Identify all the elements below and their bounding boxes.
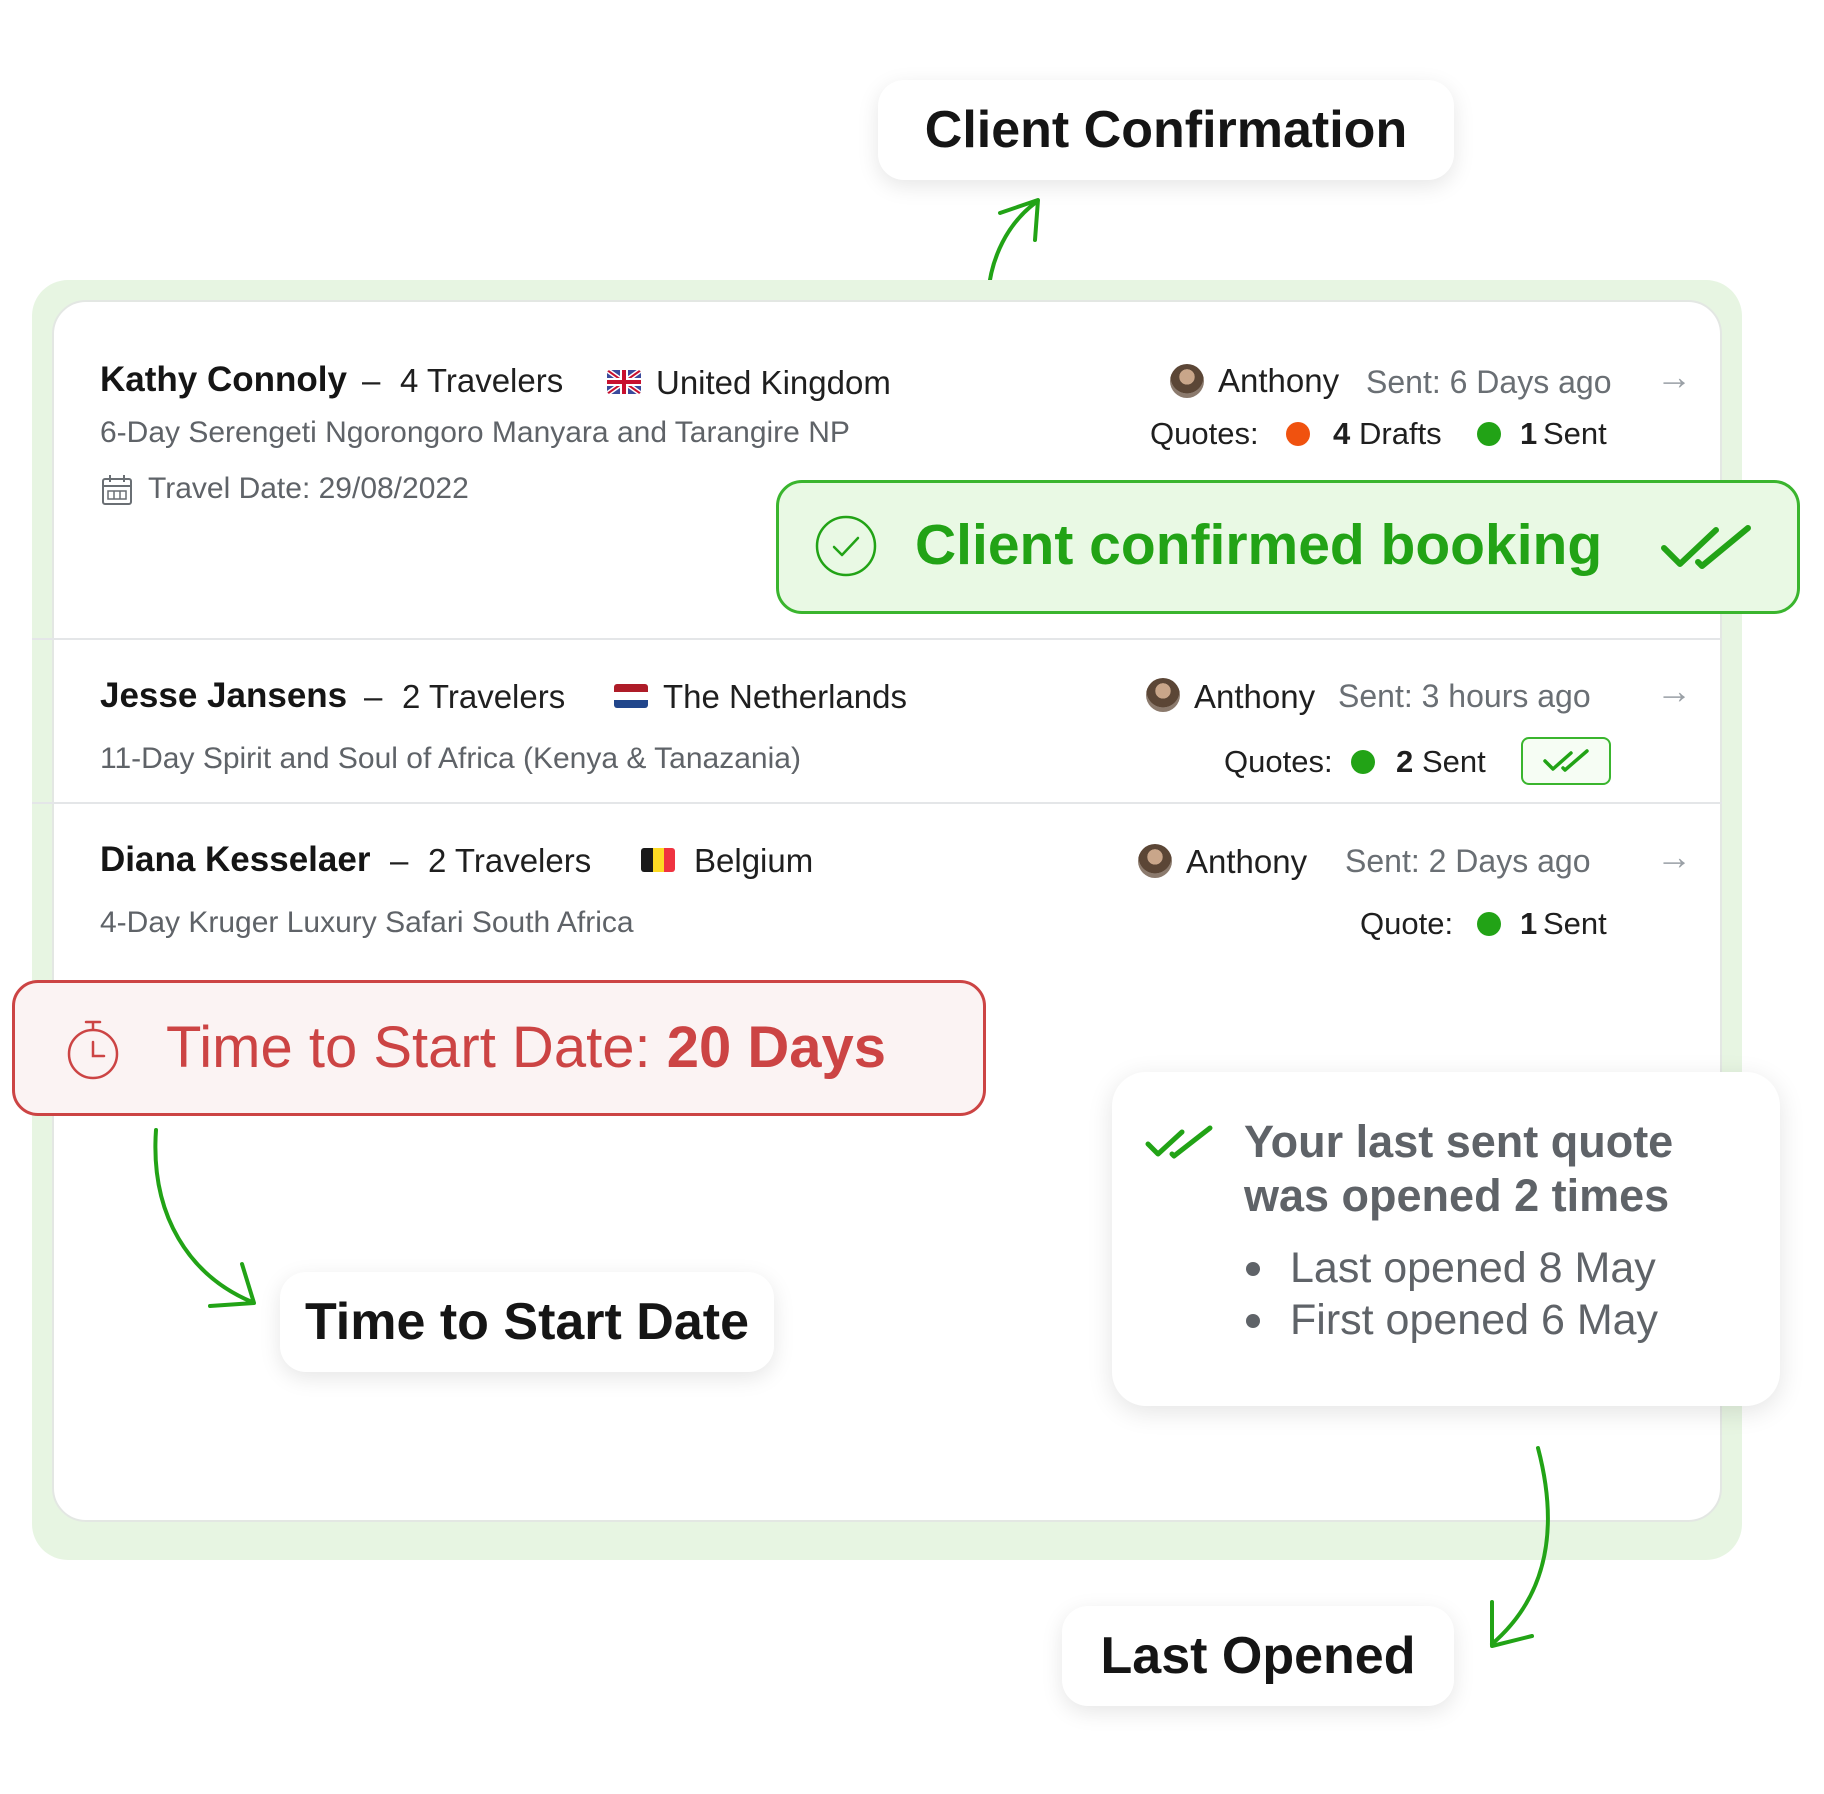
row-divider xyxy=(32,802,1722,804)
bullet-dot xyxy=(1246,1262,1260,1276)
sent-status-dot xyxy=(1477,422,1501,446)
agent-name: Anthony xyxy=(1186,843,1308,880)
country: United Kingdom xyxy=(656,364,891,401)
callout-time-to-start: Time to Start Date xyxy=(280,1272,774,1372)
open-arrow-icon[interactable]: → xyxy=(1656,836,1692,877)
trip-name: 6-Day Serengeti Ngorongoro Manyara and T… xyxy=(100,416,850,449)
trip-name: 4-Day Kruger Luxury Safari South Africa xyxy=(100,906,634,939)
opened-headline-1: Your last sent quote xyxy=(1244,1116,1674,1167)
stopwatch-icon xyxy=(67,1020,119,1080)
last-opened: Last opened 8 May xyxy=(1290,1244,1656,1292)
client-name[interactable]: Jesse Jansens xyxy=(100,676,348,715)
quotes-label: Quote: xyxy=(1360,906,1454,941)
confirmed-text: Client confirmed booking xyxy=(915,513,1603,577)
country: The Netherlands xyxy=(663,678,907,715)
sent-label: Sent xyxy=(1543,906,1607,941)
travelers-count: 2 Travelers xyxy=(428,842,592,879)
arrow-to-time-to-start xyxy=(153,1128,256,1308)
quotes-label: Quotes: xyxy=(1150,416,1259,451)
drafts-count: 4 xyxy=(1333,416,1351,451)
bullet-dot xyxy=(1246,1314,1260,1328)
arrow-to-last-opened xyxy=(1490,1446,1550,1648)
time-to-start-value: 20 Days xyxy=(666,1015,886,1080)
sent-status-dot xyxy=(1351,750,1375,774)
double-check-icon xyxy=(1543,749,1589,772)
sent-status-dot xyxy=(1477,912,1501,936)
agent-name: Anthony xyxy=(1194,678,1316,715)
drafts-label: Drafts xyxy=(1359,416,1442,451)
client-name[interactable]: Diana Kesselaer xyxy=(100,840,371,879)
trip-name: 11-Day Spirit and Soul of Africa (Kenya … xyxy=(100,742,801,775)
sent-time: Sent: 2 Days ago xyxy=(1345,843,1591,879)
agent-avatar xyxy=(1170,364,1204,398)
country: Belgium xyxy=(694,842,814,879)
travelers-count: 2 Travelers xyxy=(402,678,566,715)
callout-client-confirmation: Client Confirmation xyxy=(878,80,1454,180)
sent-time: Sent: 6 Days ago xyxy=(1366,364,1612,400)
first-opened: First opened 6 May xyxy=(1290,1296,1659,1344)
dash: – xyxy=(362,362,381,399)
dash: – xyxy=(390,842,409,879)
calendar-icon xyxy=(102,475,132,505)
belgium-flag-icon xyxy=(641,848,675,872)
open-arrow-icon[interactable]: → xyxy=(1656,670,1692,711)
time-to-start-label: Time to Start Date: xyxy=(166,1015,651,1080)
sent-count: 1 xyxy=(1520,416,1538,451)
opened-headline-2: was opened 2 times xyxy=(1244,1170,1670,1221)
time-to-start-banner xyxy=(12,980,986,1116)
quotes-label: Quotes: xyxy=(1224,744,1333,779)
travel-date: Travel Date: 29/08/2022 xyxy=(148,472,469,505)
quote-opened-card xyxy=(1112,1072,1780,1406)
check-circle-icon xyxy=(815,515,877,577)
sent-label: Sent xyxy=(1422,744,1486,779)
sent-count: 1 xyxy=(1520,906,1538,941)
draft-status-dot xyxy=(1286,422,1310,446)
agent-avatar xyxy=(1138,844,1172,878)
open-arrow-icon[interactable]: → xyxy=(1656,356,1692,397)
agent-name: Anthony xyxy=(1218,362,1340,399)
opened-status-button[interactable] xyxy=(1521,737,1611,785)
travelers-count: 4 Travelers xyxy=(400,362,564,399)
sent-label: Sent xyxy=(1543,416,1607,451)
row-divider xyxy=(32,638,1722,640)
sent-time: Sent: 3 hours ago xyxy=(1338,678,1591,714)
sent-count: 2 xyxy=(1396,744,1414,779)
agent-avatar xyxy=(1146,678,1180,712)
callout-last-opened: Last Opened xyxy=(1062,1606,1454,1706)
uk-flag-icon xyxy=(607,370,641,394)
dash: – xyxy=(364,678,383,715)
client-name[interactable]: Kathy Connoly xyxy=(100,360,347,399)
netherlands-flag-icon xyxy=(614,684,648,708)
double-check-icon xyxy=(1145,1125,1213,1159)
double-check-icon xyxy=(1661,525,1751,569)
time-to-start-text: Time to Start Date: 20 Days xyxy=(166,1014,886,1081)
client-confirmed-banner xyxy=(776,480,1800,614)
